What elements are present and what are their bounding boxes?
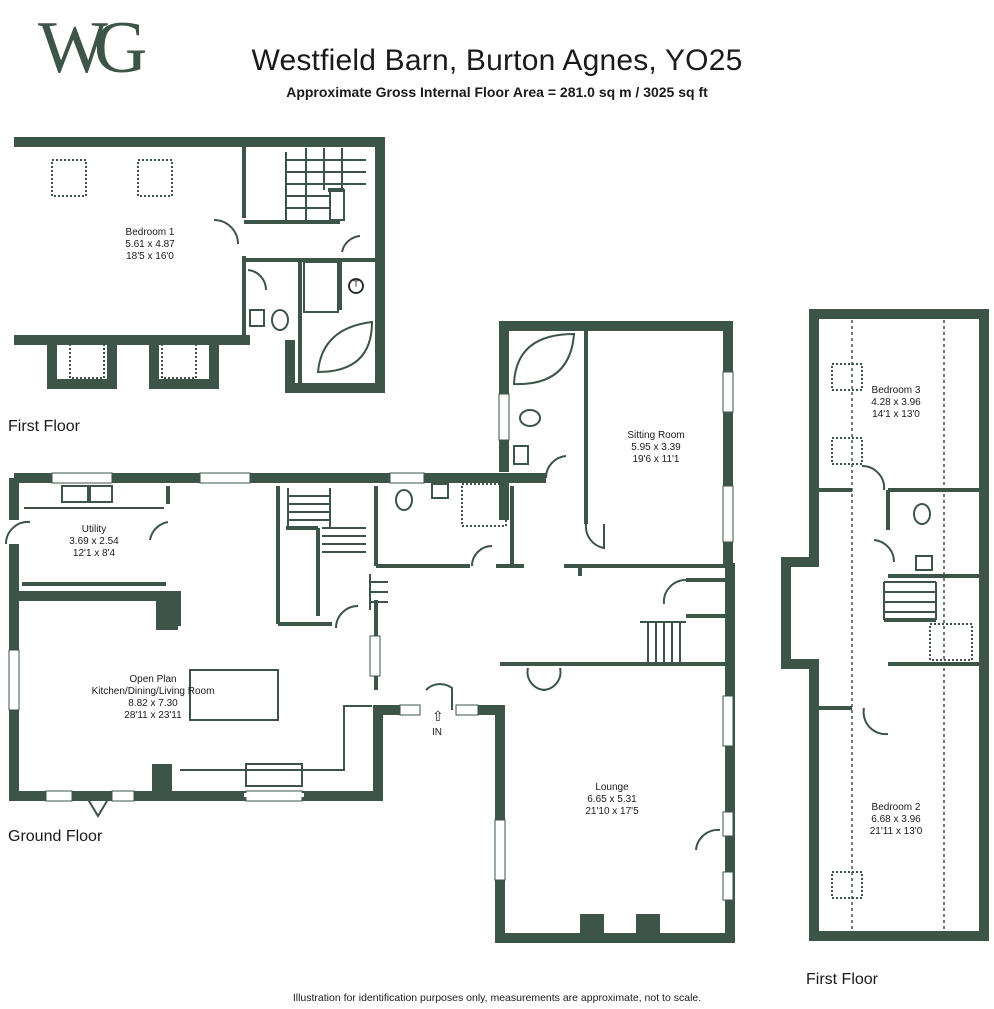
room-lounge: Lounge 6.65 x 5.31 21'10 x 17'5 bbox=[585, 782, 639, 817]
room-utility: Utility 3.69 x 2.54 12'1 x 8'4 bbox=[69, 524, 119, 559]
floor-label-first-floor-right: First Floor bbox=[806, 971, 878, 988]
entrance-arrow-icon: ⇧ bbox=[432, 708, 444, 724]
disclaimer-footer: Illustration for identification purposes… bbox=[292, 992, 702, 1004]
room-bedroom-3: Bedroom 3 4.28 x 3.96 14'1 x 13'0 bbox=[871, 385, 921, 420]
room-bedroom-2: Bedroom 2 6.68 x 3.96 21'11 x 13'0 bbox=[869, 802, 923, 837]
room-open-plan: Open Plan Kitchen/Dining/Living Room 8.8… bbox=[91, 674, 215, 721]
floor-label-ground-floor: Ground Floor bbox=[8, 828, 103, 845]
room-sitting-room: Sitting Room 5.95 x 3.39 19'6 x 11'1 bbox=[627, 430, 685, 465]
page-title: Westfield Barn, Burton Agnes, YO25 bbox=[251, 44, 743, 77]
cupboard-label: T bbox=[353, 279, 359, 289]
first-floor-top-plan bbox=[14, 137, 385, 393]
floor-area-subtitle: Approximate Gross Internal Floor Area = … bbox=[286, 84, 708, 100]
first-floor-right-plan bbox=[781, 309, 989, 941]
floor-label-first-floor-top: First Floor bbox=[8, 418, 80, 435]
brand-logo: WG bbox=[38, 7, 158, 86]
entrance-label: IN bbox=[432, 727, 442, 738]
room-bedroom-1: Bedroom 1 5.61 x 4.87 18'5 x 16'0 bbox=[125, 227, 175, 262]
